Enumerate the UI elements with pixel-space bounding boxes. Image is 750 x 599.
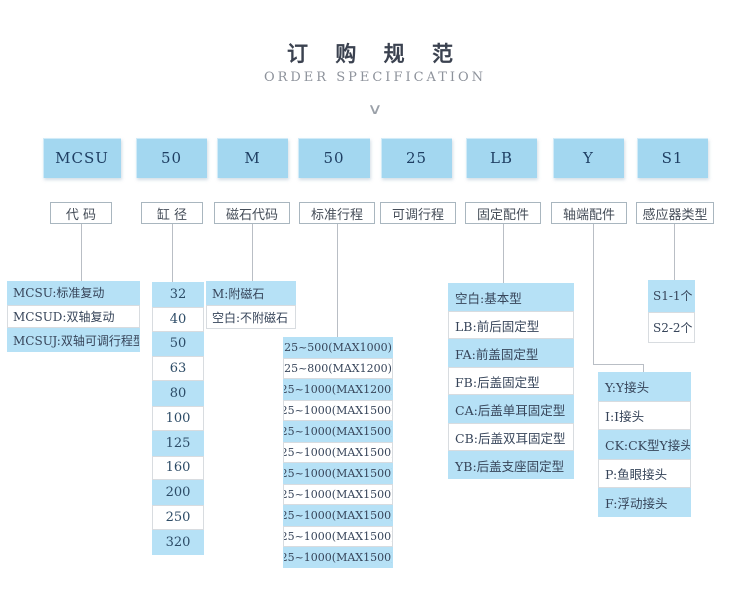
code-box-magnet: M [217, 138, 288, 178]
list-item: MCSUJ:双轴可调行程型 [7, 328, 140, 353]
field-label-standard-stroke: 标准行程 [299, 202, 375, 224]
list-item: 25~1000(MAX1500) [283, 526, 393, 547]
list-item: S2-2个 [648, 311, 695, 343]
field-label-model: 代 码 [50, 202, 112, 224]
list-item: 25~1000(MAX1500) [283, 442, 393, 463]
field-label-magnet: 磁石代码 [214, 202, 290, 224]
list-item: 50 [152, 331, 204, 357]
list-item: 25~800(MAX1200) [283, 358, 393, 379]
list-item: 25~1000(MAX1200) [283, 379, 393, 400]
field-label-mounting: 固定配件 [465, 202, 541, 224]
connector-line-magnet [252, 224, 253, 281]
field-label-adjustable-stroke: 可调行程 [380, 202, 456, 224]
list-item: 63 [152, 356, 204, 382]
list-item: CB:后盖双耳固定型 [448, 423, 574, 451]
code-box-standard-stroke: 50 [298, 138, 370, 178]
model-options-list: MCSU:标准复动 MCSUD:双轴复动 MCSUJ:双轴可调行程型 [7, 281, 140, 353]
connector-line-rod-end-drop [643, 364, 644, 372]
list-item: LB:前后固定型 [448, 311, 574, 339]
list-item: 25~1000(MAX1500) [283, 400, 393, 421]
list-item: 25~1000(MAX1500) [283, 421, 393, 442]
list-item: 空白:不附磁石 [206, 305, 296, 329]
list-item: 80 [152, 381, 204, 406]
page-title: 订 购 规 范 [287, 41, 463, 66]
field-label-rod-end: 轴端配件 [551, 202, 627, 224]
connector-line-rod-end-vertical [593, 224, 594, 364]
code-box-adjustable-stroke: 25 [381, 138, 452, 178]
connector-line-bore [172, 224, 173, 282]
code-box-bore: 50 [136, 138, 207, 178]
list-item: 空白:基本型 [448, 283, 574, 311]
list-item: 25~500(MAX1000) [283, 337, 393, 358]
code-box-rod-end: Y [553, 138, 624, 178]
sensor-options-list: S1-1个 S2-2个 [648, 280, 695, 343]
code-box-mounting: LB [466, 138, 537, 178]
list-item: 160 [152, 455, 204, 481]
list-item: 100 [152, 405, 204, 431]
code-box-model: MCSU [43, 138, 121, 178]
bore-options-list: 32 40 50 63 80 100 125 160 200 250 320 [152, 282, 204, 555]
list-item: 200 [152, 480, 204, 506]
list-item: 25~1000(MAX1500) [283, 547, 393, 568]
list-item: S1-1个 [648, 280, 695, 312]
stroke-options-list: 25~500(MAX1000) 25~800(MAX1200) 25~1000(… [283, 337, 393, 568]
rod-end-options-list: Y:Y接头 I:I接头 CK:CK型Y接头 P:鱼眼接头 F:浮动接头 [598, 372, 691, 517]
connector-line-model [81, 224, 82, 281]
list-item: 320 [152, 529, 204, 555]
list-item: MCSU:标准复动 [7, 281, 140, 305]
connector-line-sensor [674, 224, 675, 280]
code-box-sensor: S1 [637, 138, 708, 178]
list-item: P:鱼眼接头 [598, 459, 691, 488]
list-item: F:浮动接头 [598, 488, 691, 517]
chevron-down-icon: ∨ [367, 100, 383, 118]
field-label-bore: 缸 径 [141, 202, 203, 224]
list-item: 25~1000(MAX1500) [283, 463, 393, 484]
connector-line-rod-end-horizontal [593, 364, 644, 365]
field-label-sensor: 感应器类型 [636, 202, 714, 224]
list-item: 250 [152, 505, 204, 530]
list-item: YB:后盖支座固定型 [448, 451, 574, 479]
page-subtitle: ORDER SPECIFICATION [263, 70, 487, 85]
connector-line-mounting [503, 224, 504, 283]
list-item: 25~1000(MAX1500) [283, 484, 393, 505]
list-item: M:附磁石 [206, 281, 296, 305]
list-item: MCSUD:双轴复动 [7, 304, 140, 329]
list-item: 25~1000(MAX1500) [283, 505, 393, 526]
list-item: FB:后盖固定型 [448, 367, 574, 395]
list-item: 40 [152, 306, 204, 332]
list-item: I:I接头 [598, 401, 691, 430]
connector-line-stroke [337, 224, 338, 337]
list-item: Y:Y接头 [598, 372, 691, 401]
list-item: 32 [152, 282, 204, 307]
list-item: 125 [152, 430, 204, 456]
mounting-options-list: 空白:基本型 LB:前后固定型 FA:前盖固定型 FB:后盖固定型 CA:后盖单… [448, 283, 574, 479]
list-item: CK:CK型Y接头 [598, 430, 691, 459]
list-item: CA:后盖单耳固定型 [448, 395, 574, 423]
magnet-options-list: M:附磁石 空白:不附磁石 [206, 281, 296, 329]
list-item: FA:前盖固定型 [448, 339, 574, 367]
